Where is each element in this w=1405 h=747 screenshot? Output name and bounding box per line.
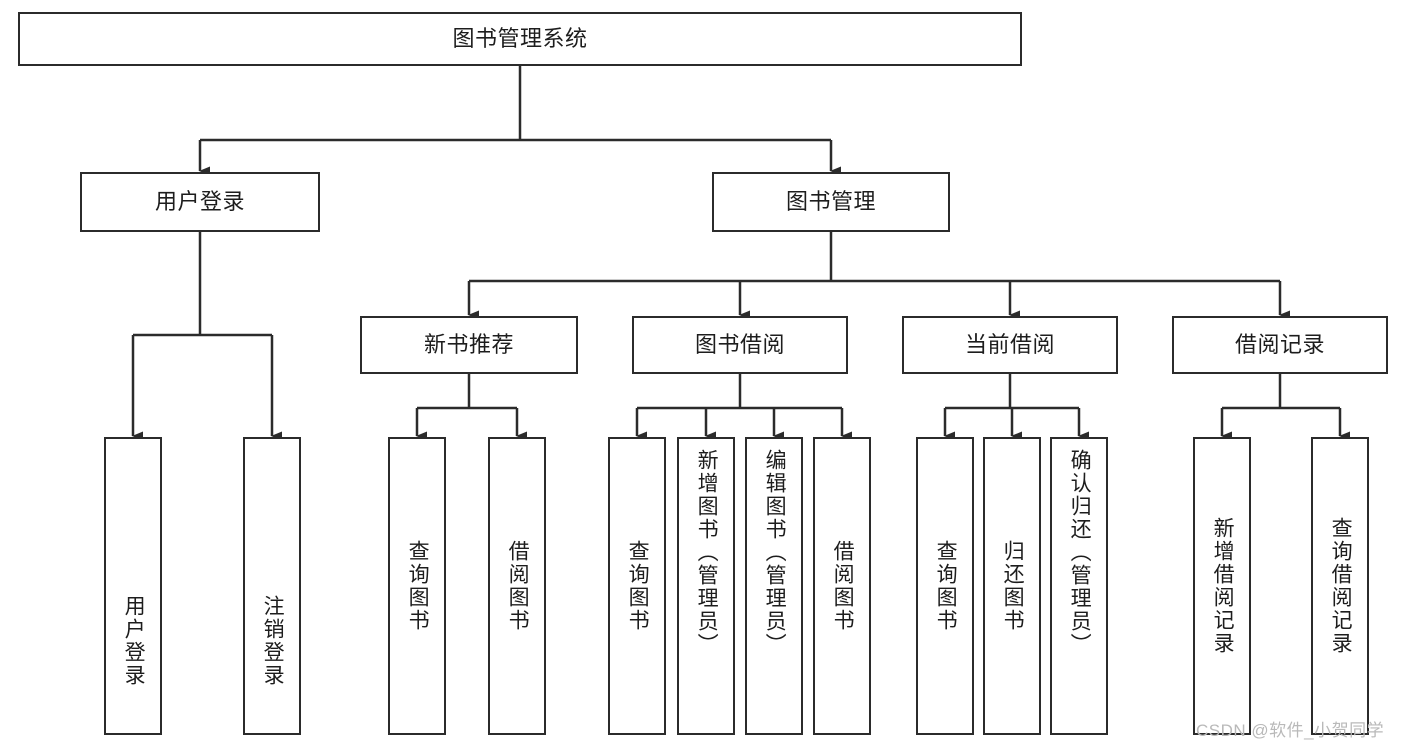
node-label: 当前借阅	[964, 331, 1055, 357]
node-leaf-login[interactable]: 用户登录	[104, 437, 162, 735]
node-label: 图书管理系统	[452, 25, 588, 51]
node-label: 确认归还（管理员）	[1068, 449, 1092, 656]
node-label: 借阅图书	[506, 540, 530, 632]
node-leaf-nb-borrow[interactable]: 借阅图书	[488, 437, 546, 735]
node-label: 图书管理	[785, 188, 876, 214]
node-leaf-cu-query[interactable]: 查询图书	[916, 437, 974, 735]
node-leaf-logout[interactable]: 注销登录	[243, 437, 301, 735]
node-leaf-bo-add[interactable]: 新增图书（管理员）	[677, 437, 735, 735]
node-label: 图书借阅	[694, 331, 785, 357]
node-label: 新增借阅记录	[1211, 517, 1235, 655]
csdn-watermark: CSDN @软件_小贺同学	[1196, 721, 1385, 740]
node-login[interactable]: 用户登录	[80, 172, 320, 232]
node-label: 查询图书	[626, 540, 650, 632]
node-leaf-cu-ret[interactable]: 归还图书	[983, 437, 1041, 735]
node-label: 借阅图书	[831, 540, 855, 632]
node-borrow[interactable]: 图书借阅	[632, 316, 848, 374]
node-leaf-nb-query[interactable]: 查询图书	[388, 437, 446, 735]
node-current[interactable]: 当前借阅	[902, 316, 1118, 374]
node-label: 查询图书	[934, 540, 958, 632]
node-leaf-bo-query[interactable]: 查询图书	[608, 437, 666, 735]
node-root[interactable]: 图书管理系统	[18, 12, 1022, 66]
node-label: 查询借阅记录	[1329, 517, 1353, 655]
node-leaf-re-query[interactable]: 查询借阅记录	[1311, 437, 1369, 735]
node-bookmgmt[interactable]: 图书管理	[712, 172, 950, 232]
node-leaf-cu-conf[interactable]: 确认归还（管理员）	[1050, 437, 1108, 735]
edge-group	[131, 66, 1350, 441]
node-records[interactable]: 借阅记录	[1172, 316, 1388, 374]
node-label: 查询图书	[406, 540, 430, 632]
node-label: 新书推荐	[423, 331, 514, 357]
node-newbook[interactable]: 新书推荐	[360, 316, 578, 374]
node-label: 新增图书（管理员）	[695, 449, 719, 656]
node-label: 编辑图书（管理员）	[763, 449, 787, 656]
node-label: 用户登录	[154, 188, 245, 214]
node-label: 注销登录	[261, 595, 285, 687]
node-leaf-re-add[interactable]: 新增借阅记录	[1193, 437, 1251, 735]
node-label: 借阅记录	[1234, 331, 1325, 357]
node-leaf-bo-edit[interactable]: 编辑图书（管理员）	[745, 437, 803, 735]
node-leaf-bo-lend[interactable]: 借阅图书	[813, 437, 871, 735]
node-label: 归还图书	[1001, 540, 1025, 632]
node-label: 用户登录	[122, 595, 146, 687]
